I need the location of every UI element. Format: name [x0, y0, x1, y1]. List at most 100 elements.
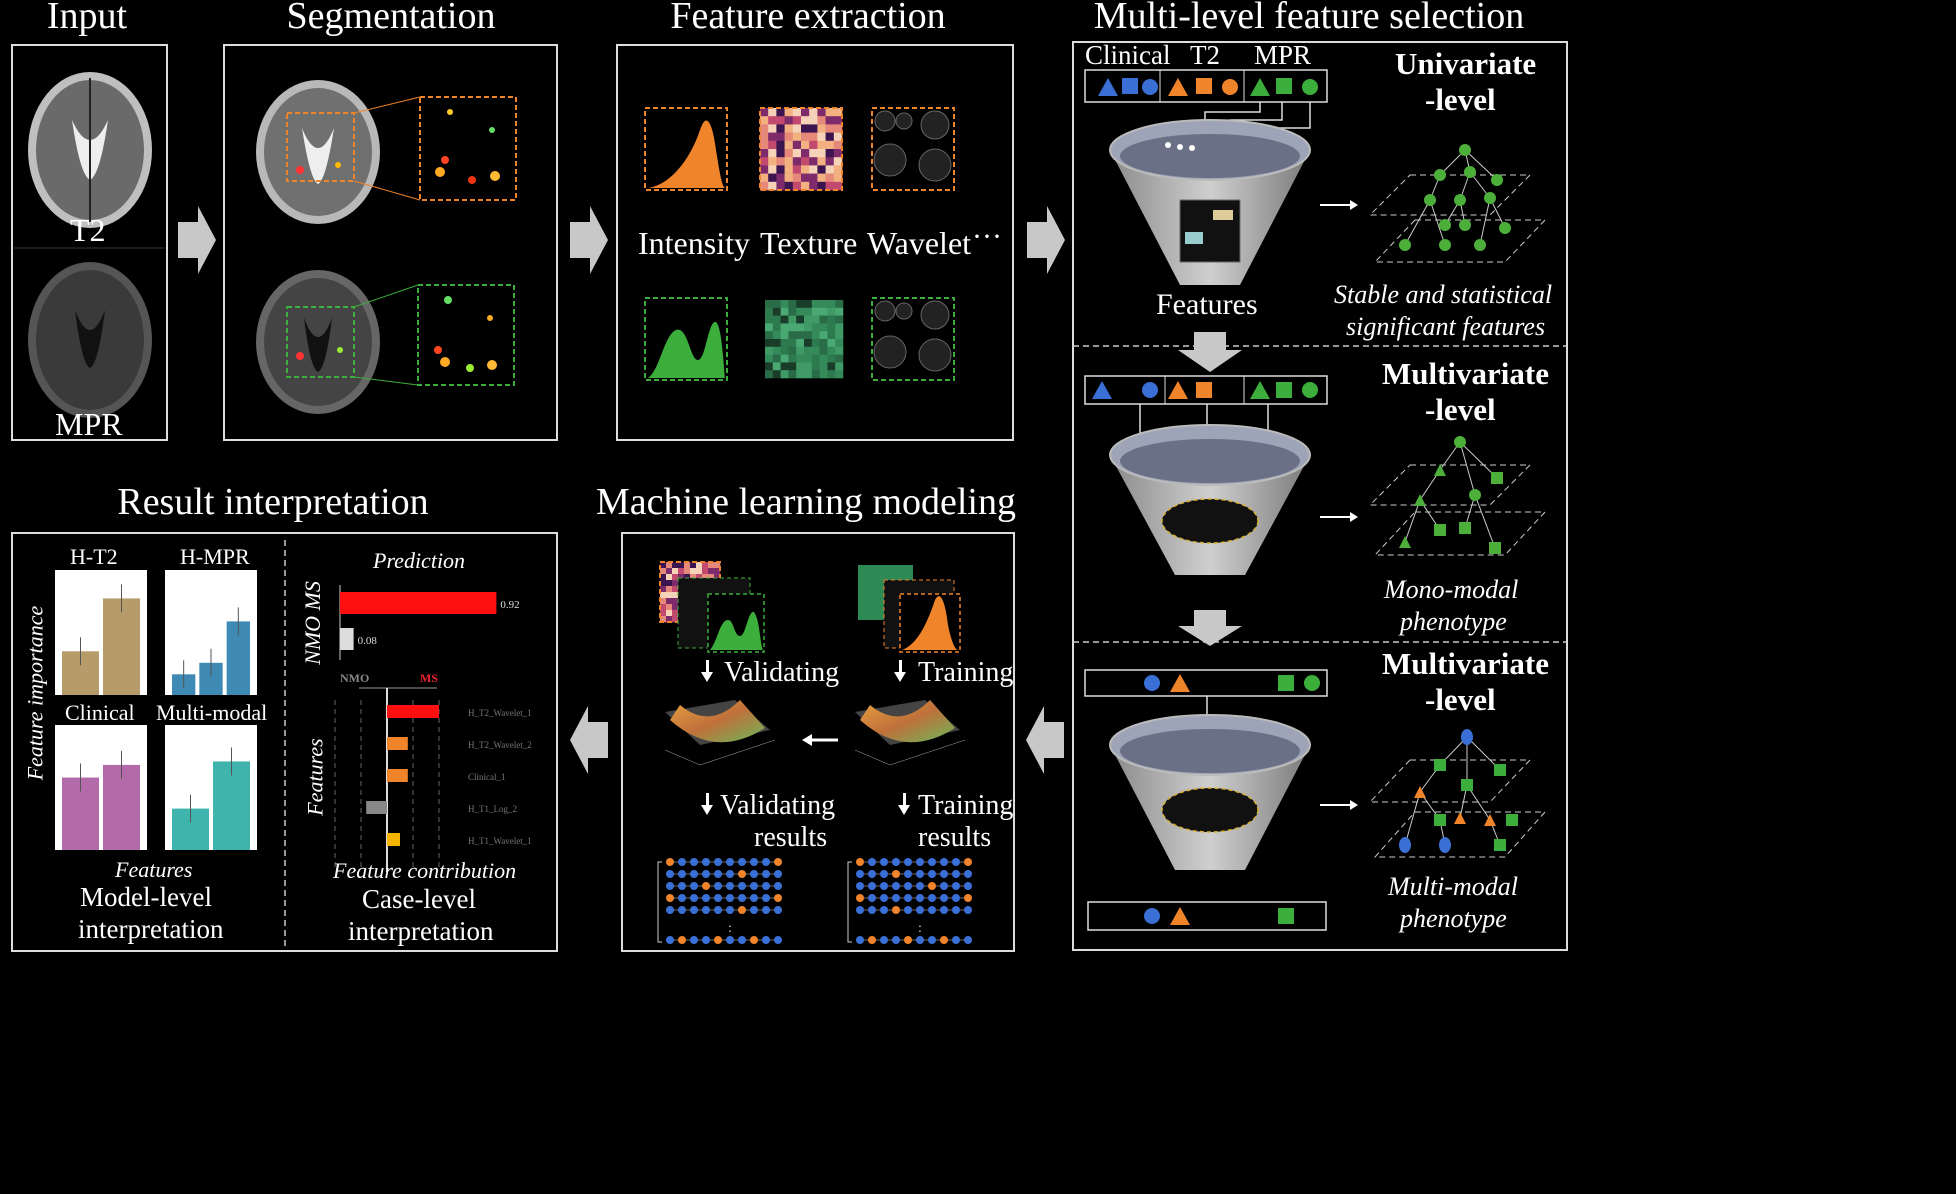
intensity-t2-plot [644, 107, 728, 191]
multi-title-2: -level [1425, 682, 1496, 717]
feature-extraction-frame [616, 44, 1014, 441]
contrib-bar-0 [387, 705, 439, 718]
svg-text::: : [918, 921, 922, 936]
contrib-feature-name-1: H_T2_Wavelet_2 [468, 740, 532, 750]
label-mpr: MPR [55, 406, 123, 442]
mpr-brain-image [28, 262, 152, 418]
title-result: Result interpretation [117, 481, 429, 523]
wavelet-t2-grid [871, 107, 955, 191]
contrib-feature-name-2: Clinical_1 [468, 772, 506, 782]
ml-training-results-2: results [918, 822, 992, 853]
label-texture: Texture [760, 225, 858, 261]
contrib-feature-name-4: H_T1_Wavelet_1 [468, 836, 532, 846]
contrib-bar-4 [387, 833, 400, 846]
arrow-down-2 [1178, 610, 1242, 646]
mono-caption-1: Mono-modal [1384, 575, 1519, 604]
title-segmentation: Segmentation [286, 0, 496, 37]
segmentation-frame [223, 44, 558, 441]
contrib-bar-1 [387, 737, 408, 750]
ml-training: Training [918, 657, 1014, 688]
training-surface [854, 700, 966, 766]
ml-validating: Validating [724, 657, 840, 688]
label-features: Features [1156, 288, 1258, 321]
features-axis: Features [302, 738, 328, 816]
funnel-multivariate-multi [1109, 714, 1311, 870]
multi-caption-2: phenotype [1400, 904, 1507, 933]
univariate-caption-2: significant features [1346, 312, 1546, 341]
ml-validating-results-2: results [754, 822, 828, 853]
model-level-charts [55, 570, 257, 850]
multi-caption-1: Multi-modal [1388, 872, 1518, 901]
title-ml: Machine learning modeling [596, 481, 1016, 523]
univariate-title-1: Univariate [1395, 46, 1537, 81]
tree-multivariate-mono [1368, 436, 1547, 556]
arrow-left-1 [1026, 706, 1064, 774]
panel-clinical: Clinical [65, 700, 135, 725]
seg-t2-brain [256, 80, 421, 224]
prediction-value-MS: 0.92 [500, 599, 519, 611]
univariate-caption-1: Stable and statistical [1334, 280, 1553, 309]
mono-title-1: Multivariate [1382, 356, 1550, 391]
model-caption-2: interpretation [78, 914, 224, 944]
arrow-down-1 [1178, 332, 1242, 372]
seg-mpr-zoom [417, 284, 515, 386]
ml-validating-results-1: Validating [720, 790, 836, 821]
multi-title-1: Multivariate [1382, 646, 1550, 681]
texture-t2-matrix [759, 107, 843, 191]
title-feature-extraction: Feature extraction [670, 0, 946, 37]
label-clinical: Clinical [1085, 40, 1171, 70]
univariate-title-2: -level [1425, 82, 1496, 117]
mono-caption-2: phenotype [1400, 607, 1507, 636]
contrib-bar-2 [387, 769, 408, 782]
model-xlabel: Features [115, 857, 193, 882]
title-input: Input [46, 0, 128, 37]
prediction-axis: NMO MS [299, 581, 325, 665]
mini-bar-0-1 [103, 598, 140, 695]
contribution-label: Feature contribution [333, 858, 517, 883]
mini-bar-2-1 [103, 764, 140, 850]
panel-h-t2: H-T2 [70, 544, 118, 569]
contrib-bar-3 [366, 801, 387, 814]
mini-bar-1-2 [226, 621, 250, 695]
training-results-grid: : [847, 858, 972, 944]
label-t2: T2 [70, 212, 106, 248]
arrow-right-1 [178, 206, 216, 274]
case-caption-1: Case-level [362, 884, 476, 914]
prediction-bar-NMO [340, 628, 354, 650]
validating-results-grid: : [657, 858, 782, 944]
label-ellipsis: ··· [972, 220, 1002, 253]
mono-title-2: -level [1425, 392, 1496, 427]
texture-mpr-matrix [765, 300, 844, 379]
prediction-bar-MS [340, 592, 497, 614]
arrow-right-3 [1027, 206, 1065, 274]
mini-bar-1-1 [199, 662, 223, 695]
validating-stack [659, 561, 765, 653]
funnel-multivariate-mono [1109, 424, 1311, 575]
result-frame [11, 532, 558, 952]
selection-frame [1072, 41, 1568, 951]
arrow-right-2 [570, 206, 608, 274]
validating-surface [664, 700, 776, 766]
prediction-title: Prediction [373, 548, 466, 573]
wavelet-mpr-grid [871, 297, 955, 381]
panel-multi-modal: Multi-modal [156, 700, 268, 725]
seg-t2-zoom [419, 96, 517, 201]
label-modality-mpr: MPR [1254, 40, 1312, 70]
intensity-mpr-plot [644, 297, 728, 381]
label-modality-t2: T2 [1190, 40, 1220, 70]
training-stack [858, 565, 961, 653]
label-intensity: Intensity [638, 225, 750, 261]
contrib-nmo-label: NMO [340, 671, 369, 685]
arrow-left-2 [570, 706, 608, 774]
seg-mpr-brain [256, 270, 419, 414]
label-wavelet: Wavelet [867, 225, 972, 261]
tree-univariate [1368, 144, 1547, 263]
ml-training-results-1: Training [918, 790, 1014, 821]
model-caption-1: Model-level [80, 882, 212, 912]
ml-frame [621, 532, 1015, 952]
prediction-value-NMO: 0.08 [358, 635, 378, 647]
input-frame [11, 44, 168, 441]
